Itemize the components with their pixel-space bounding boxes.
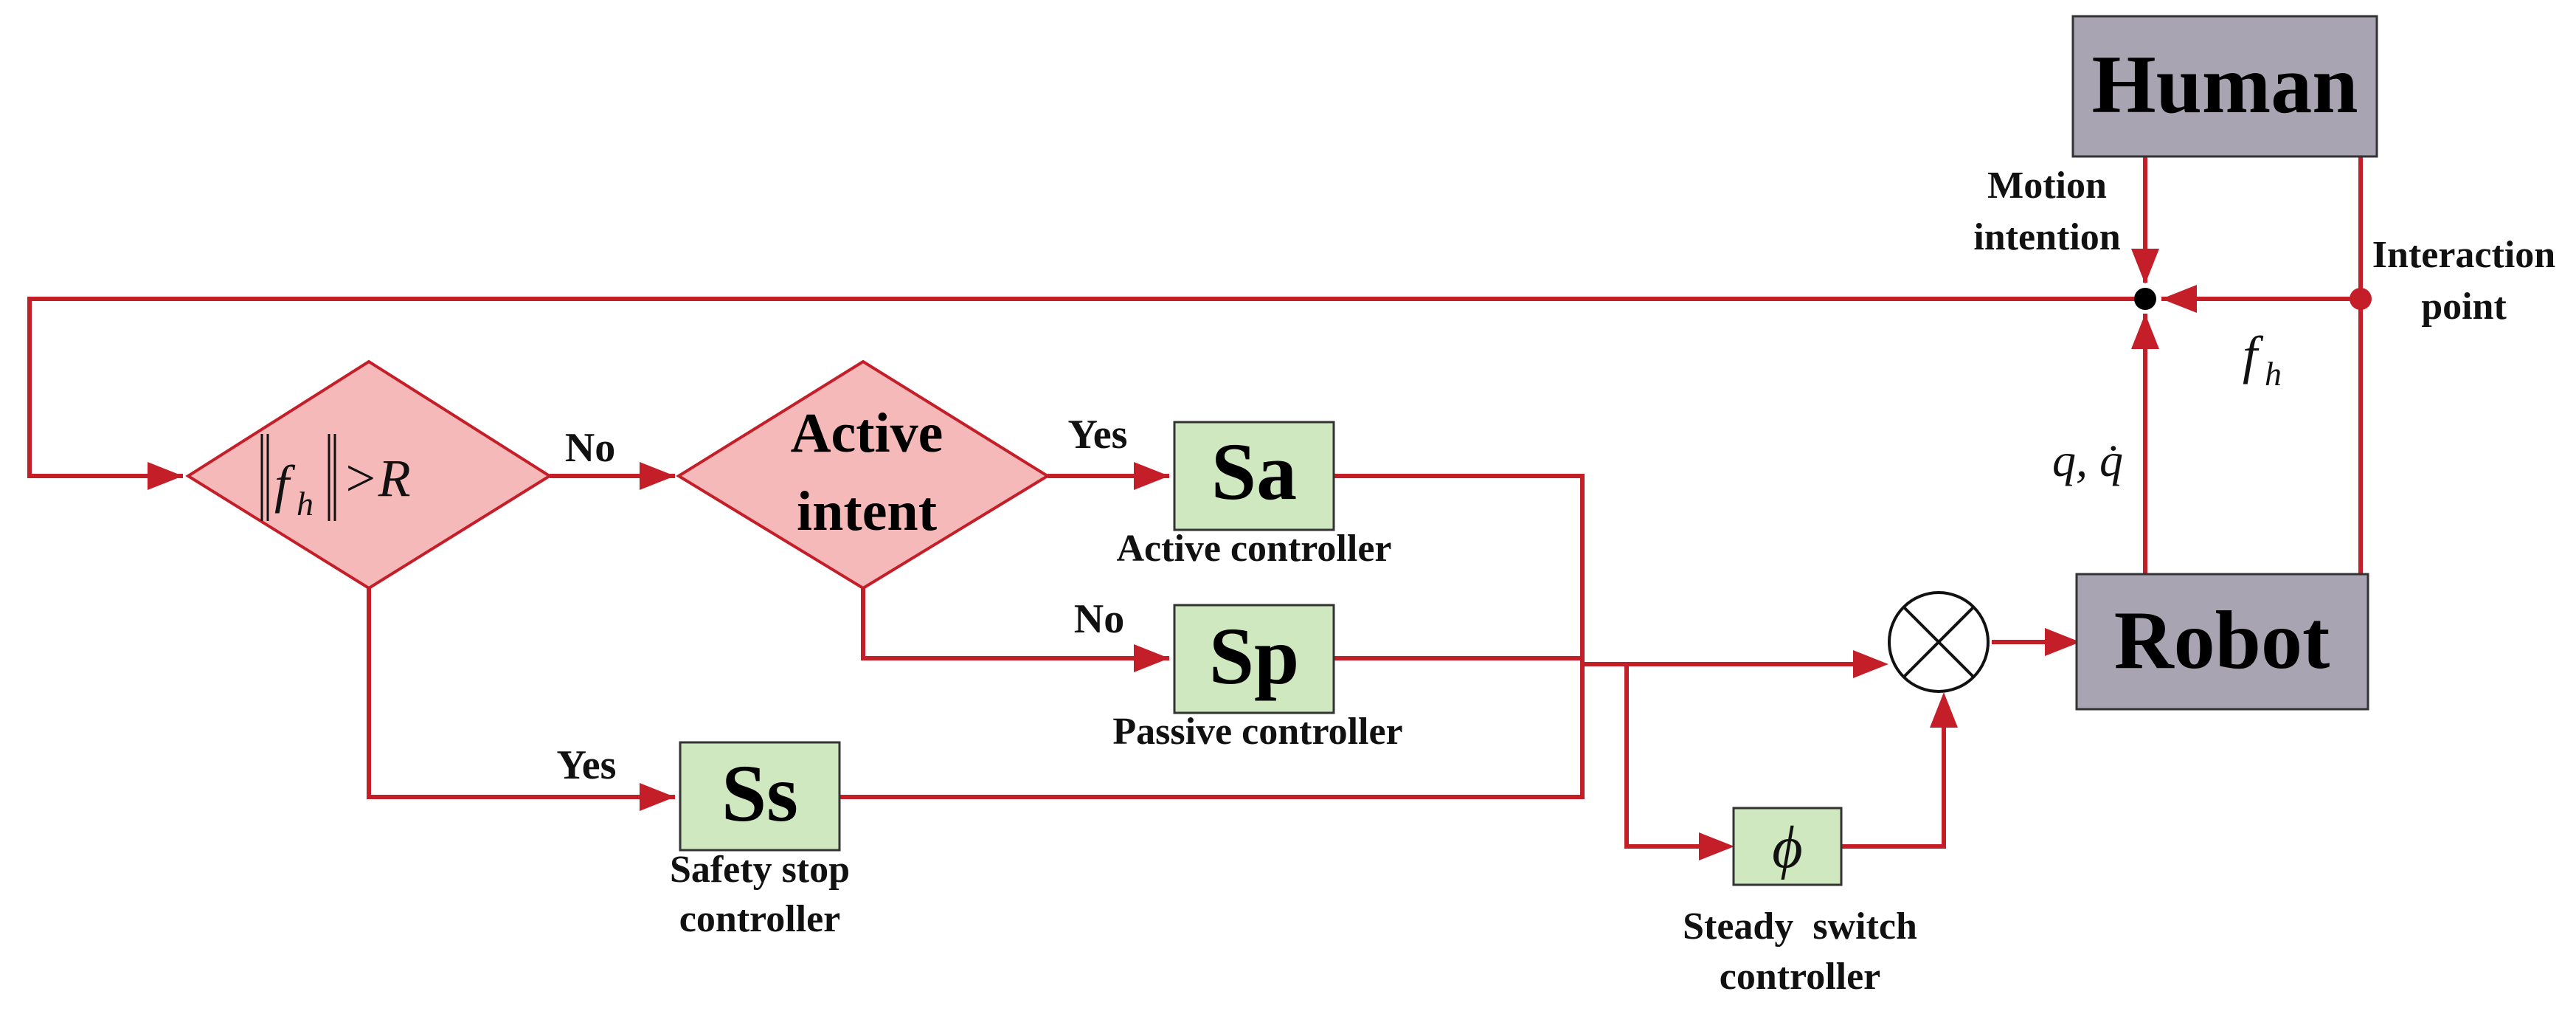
wire-branch-to-phi (1624, 664, 1725, 849)
interaction-point-dot (2350, 288, 2372, 310)
safety-stop-caption-line2: controller (679, 898, 841, 940)
wire-sa-out (1334, 474, 1585, 664)
svg-text:h: h (2265, 355, 2282, 393)
motion-intention-caption-line2: intention (1973, 216, 2120, 258)
robot-label: Robot (2114, 595, 2330, 686)
interaction-point-caption-line1: Interaction (2372, 234, 2555, 276)
interaction-point-caption-line2: point (2421, 286, 2507, 328)
active-intent-decision (676, 359, 1050, 590)
arrowhead-icon (2131, 249, 2159, 284)
arrowhead-icon (640, 783, 675, 811)
feedback-wire (27, 297, 2147, 478)
ss-label: Ss (721, 748, 798, 838)
force-signal-label: f h (2243, 325, 2282, 393)
threshold-no-label: No (565, 425, 615, 471)
motion-intention-caption-line1: Motion (1987, 165, 2107, 207)
arrowhead-icon (1853, 650, 1888, 678)
safety-stop-caption-line1: Safety stop (670, 849, 850, 891)
svg-text:h: h (297, 485, 314, 522)
wire-phi-to-multiplier (1841, 707, 1946, 849)
arrowhead-icon (2131, 314, 2159, 349)
robot-block (2075, 573, 2369, 711)
svg-text:f: f (2243, 325, 2264, 384)
active-controller-caption: Active controller (1117, 528, 1392, 570)
arrowhead-icon (2161, 285, 2197, 313)
intent-yes-label: Yes (1068, 412, 1128, 458)
active-intent-label-line2: intent (797, 480, 937, 542)
arrowhead-icon (1134, 644, 1169, 672)
arrowhead-icon (1930, 692, 1958, 728)
sp-label: Sp (1209, 611, 1299, 701)
passive-controller-block (1173, 604, 1335, 714)
wire-sp-out (1334, 656, 1874, 666)
human-block (2071, 15, 2378, 158)
wire-intent-to-sp (861, 588, 1169, 660)
arrowhead-icon (148, 462, 183, 490)
threshold-decision (185, 359, 553, 590)
arrowhead-icon (1134, 462, 1169, 490)
steady-switch-block (1732, 807, 1843, 886)
safety-stop-block (679, 741, 841, 852)
wire-threshold-to-ss (367, 588, 675, 799)
active-intent-label-line1: Active (791, 402, 944, 464)
arrowhead-icon (1699, 832, 1734, 860)
threshold-yes-label: Yes (557, 742, 617, 788)
svg-text:>R: >R (342, 449, 411, 508)
circled-cross-icon (1888, 591, 1990, 693)
summing-junction-dot (2134, 288, 2156, 310)
arrowhead-icon (640, 462, 675, 490)
sa-label: Sa (1211, 427, 1297, 517)
state-signal-label: q, q̇ (2052, 434, 2123, 486)
phi-label: ϕ (1772, 815, 1802, 880)
wire-ss-out (839, 664, 1585, 799)
steady-switch-caption-line1: Steady switch (1683, 905, 1917, 948)
arrowhead-icon (2045, 628, 2080, 656)
active-controller-block (1173, 421, 1335, 531)
passive-controller-caption: Passive controller (1112, 711, 1402, 753)
human-label: Human (2092, 39, 2358, 131)
intent-no-label: No (1074, 596, 1124, 642)
steady-switch-caption-line2: controller (1720, 956, 1881, 998)
